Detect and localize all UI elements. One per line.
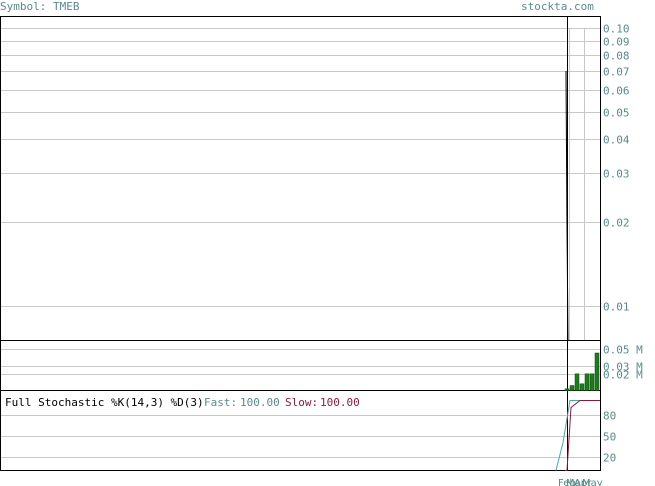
price-tick-label: 0.07 xyxy=(603,66,630,79)
price-tick-label: 0.06 xyxy=(603,85,630,98)
volume-tick-label: 0.02 M xyxy=(603,369,643,382)
stoch-tick-label: 50 xyxy=(603,431,616,444)
price-tick-label: 0.01 xyxy=(603,301,630,314)
site-label[interactable]: stockta.com xyxy=(521,0,594,13)
x-tick-label: May xyxy=(582,478,603,486)
stoch-tick-label: 20 xyxy=(603,452,616,465)
stoch-title: Full Stochastic %K(14,3) %D(3) xyxy=(5,396,204,409)
chart-border xyxy=(0,16,601,471)
price-line xyxy=(565,70,569,341)
volume-bar xyxy=(594,352,600,391)
volume-tick-label: 0.03 M xyxy=(603,361,643,374)
stoch-slow-line xyxy=(565,400,600,471)
volume-bar xyxy=(579,383,585,391)
volume-bar xyxy=(574,373,580,391)
stoch-fast-line xyxy=(555,400,600,471)
stoch-slow-value: 100.00 xyxy=(320,396,360,409)
volume-bar xyxy=(569,385,575,391)
price-tick-label: 0.08 xyxy=(603,50,630,63)
price-tick-label: 0.03 xyxy=(603,168,630,181)
data-layer xyxy=(555,70,600,471)
price-tick-label: 0.05 xyxy=(603,107,630,120)
x-tick-label: Mar xyxy=(566,478,586,486)
volume-bar xyxy=(564,388,570,391)
price-tick-label: 0.10 xyxy=(603,23,630,36)
price-tick-label: 0.04 xyxy=(603,134,630,147)
stoch-slow-label: Slow: xyxy=(285,396,318,409)
price-tick-label: 0.09 xyxy=(603,36,630,49)
x-tick-label: Feb xyxy=(558,478,576,486)
price-tick-label: 0.02 xyxy=(603,217,630,230)
volume-tick-label: 0.05 M xyxy=(603,344,643,357)
axis-labels: 0.100.090.08 0.07 0.06 0.05 0.04 0.03 0.02 0.01… xyxy=(558,23,643,486)
volume-bar xyxy=(584,373,590,391)
x-tick-label: Apr xyxy=(574,478,592,486)
symbol-label: Symbol: TMEB xyxy=(0,0,80,13)
stoch-tick-label: 80 xyxy=(603,410,616,423)
stoch-fast-value: 100.00 xyxy=(240,396,280,409)
volume-bar xyxy=(589,373,595,391)
stoch-fast-label: Fast: xyxy=(204,396,237,409)
grid-layer xyxy=(0,27,601,458)
